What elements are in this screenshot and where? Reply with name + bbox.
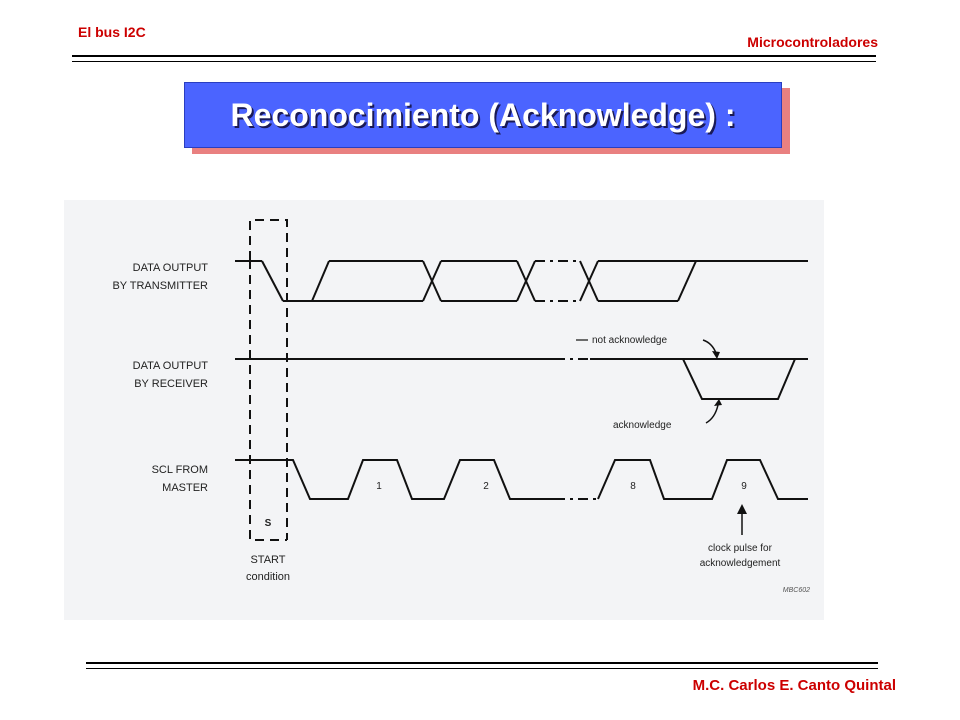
clock-pulse-1: 1	[376, 481, 382, 492]
footer-author: M.C. Carlos E. Canto Quintal	[692, 677, 896, 694]
header-right-title: Microcontroladores	[747, 34, 878, 50]
scl-waveform	[235, 459, 555, 500]
figure-code: MBC602	[783, 587, 810, 594]
clock-note-2: acknowledgement	[700, 558, 781, 569]
signal-label-tx-1: DATA OUTPUT	[133, 262, 209, 274]
tx-cross-2b	[516, 260, 536, 302]
not-ack-arrow	[702, 339, 717, 354]
clock-pulse-9: 9	[741, 481, 747, 492]
rx-ack-shape	[682, 358, 796, 400]
tx-high-1	[311, 260, 330, 302]
ack-label: acknowledge	[613, 420, 672, 431]
tx-cross-1b	[422, 260, 442, 302]
diagram-background	[64, 200, 824, 620]
header-left-title: El bus I2C	[78, 24, 146, 40]
not-ack-arrowhead	[712, 351, 720, 359]
tx-rise-end	[677, 260, 697, 302]
slide-title: Reconocimiento (Acknowledge) :	[230, 96, 736, 133]
not-ack-label: not acknowledge	[592, 335, 667, 346]
signal-label-scl-2: MASTER	[162, 482, 208, 494]
top-divider	[72, 55, 876, 62]
slide-title-box: Reconocimiento (Acknowledge) :	[184, 82, 782, 148]
ack-arrow	[705, 404, 719, 424]
tx-cross-3b	[579, 260, 599, 302]
clock-note-1: clock pulse for	[708, 543, 773, 554]
start-label-1: START	[250, 554, 285, 566]
bottom-divider	[86, 662, 878, 669]
tx-line-b	[261, 260, 284, 302]
start-box-top	[249, 219, 288, 540]
start-symbol: S	[265, 518, 272, 529]
signal-label-tx-2: BY TRANSMITTER	[112, 280, 208, 292]
start-box-bottom	[249, 260, 287, 541]
signal-label-rx-2: BY RECEIVER	[134, 378, 208, 390]
ack-arrowhead	[714, 399, 722, 406]
signal-label-scl-1: SCL FROM	[152, 464, 208, 476]
start-label-2: condition	[246, 571, 290, 583]
clock-pulse-2: 2	[483, 481, 489, 492]
clock-note-arrowhead	[737, 504, 747, 514]
clock-pulse-8: 8	[630, 481, 636, 492]
scl-waveform-tail	[597, 459, 808, 500]
signal-label-rx-1: DATA OUTPUT	[133, 360, 209, 372]
